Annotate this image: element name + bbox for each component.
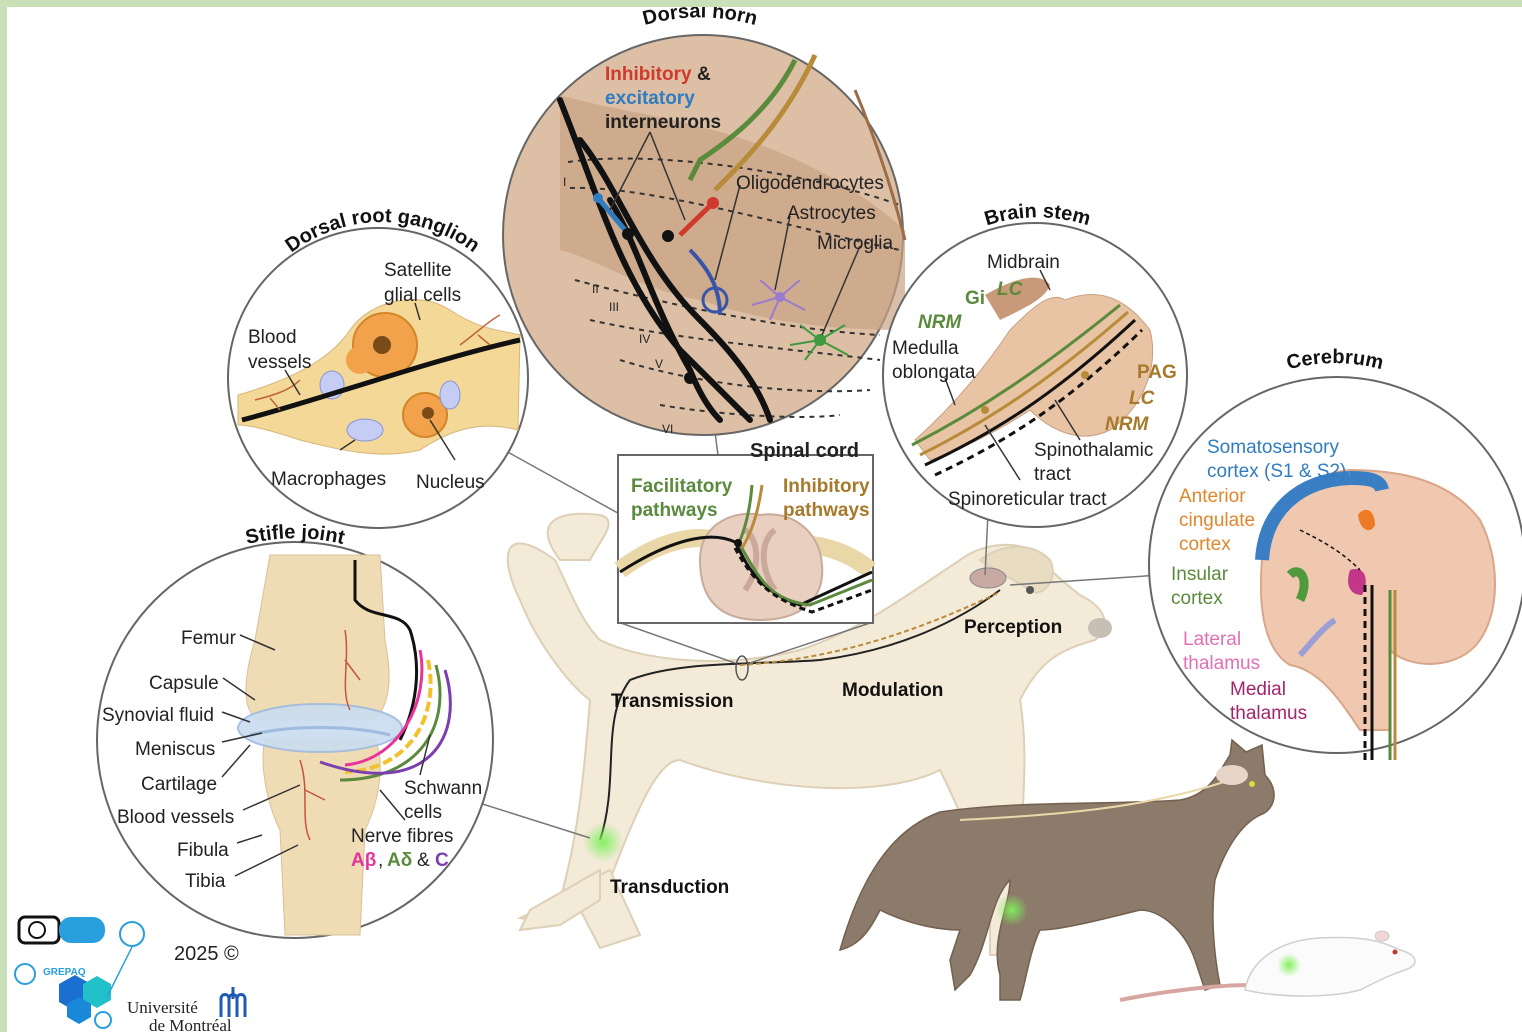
comma-label: , — [378, 849, 383, 873]
tract-label: tract — [1034, 463, 1071, 487]
anterior-cingulate-label-1: Anterior — [1179, 485, 1246, 509]
ampersand-fibres-label: & — [417, 849, 430, 873]
microglia-label: Microglia — [817, 232, 893, 256]
c-fibre-label: C — [435, 849, 449, 873]
medial-thalamus-label-1: Medial — [1230, 678, 1286, 702]
satellite-label: Satellite — [384, 259, 452, 283]
somatosensory-label-2: cortex (S1 & S2) — [1207, 460, 1346, 484]
macrophages-label: Macrophages — [271, 468, 386, 492]
lamina-vi: VI — [662, 417, 673, 441]
inhibitory-pathways-label-2: pathways — [783, 499, 870, 523]
excitatory-label: excitatory — [605, 87, 695, 111]
blood-vessels-label: Blood vessels — [117, 806, 234, 830]
blood-label: Blood — [248, 326, 297, 350]
universite-label: Université — [127, 999, 198, 1017]
perception-label: Perception — [964, 617, 1062, 639]
svg-text:Cerebrum: Cerebrum — [1284, 346, 1385, 374]
medulla-label: Medulla — [892, 337, 959, 361]
femur-label: Femur — [181, 627, 236, 651]
capsule-label: Capsule — [149, 672, 219, 696]
spinothalamic-label: Spinothalamic — [1034, 439, 1153, 463]
lamina-v: V — [655, 352, 663, 376]
synovial-fluid-label: Synovial fluid — [102, 704, 214, 728]
fibula-label: Fibula — [177, 839, 229, 863]
nrm-label-2: NRM — [1105, 413, 1148, 437]
grepaq-text: GREPAQ — [43, 961, 86, 985]
illustration: Dorsal horn Dorsal root ganglion — [7, 7, 1522, 1032]
medial-thalamus-label-2: thalamus — [1230, 702, 1307, 726]
lamina-ii: II — [592, 277, 599, 301]
modulation-label: Modulation — [842, 680, 943, 702]
schwann-label-1: Schwann — [404, 777, 482, 801]
lamina-iii: III — [609, 295, 619, 319]
spinal-cord-title: Spinal cord — [750, 439, 859, 463]
dorsal-horn-title: Dorsal horn — [640, 7, 759, 30]
vessels-label: vessels — [248, 351, 311, 375]
lateral-thalamus-label-1: Lateral — [1183, 628, 1241, 652]
facilitatory-label-2: pathways — [631, 499, 718, 523]
nrm-label-1: NRM — [918, 311, 961, 335]
cartilage-label: Cartilage — [141, 773, 217, 797]
anterior-cingulate-label-2: cingulate — [1179, 509, 1255, 533]
abeta-label: Aβ — [351, 849, 376, 873]
nerve-fibres-label: Nerve fibres — [351, 825, 453, 849]
oligodendrocytes-label: Oligodendrocytes — [736, 172, 884, 196]
pag-label: PAG — [1137, 361, 1177, 385]
de-montreal-label: de Montréal — [149, 1017, 232, 1032]
tibia-label: Tibia — [185, 870, 225, 894]
cat-eye — [1249, 781, 1255, 787]
dog-eye — [1026, 586, 1034, 594]
lc-label-2: LC — [1129, 387, 1154, 411]
facilitatory-label-1: Facilitatory — [631, 475, 732, 499]
lc-label-1: LC — [997, 278, 1022, 302]
insular-label-2: cortex — [1171, 587, 1223, 611]
dog-stimulus-glow — [583, 822, 623, 862]
udem-logo-icon — [217, 985, 253, 1019]
oblongata-label: oblongata — [892, 361, 975, 385]
schwann-label-2: cells — [404, 801, 442, 825]
stifle-circle: Stifle joint — [97, 521, 493, 938]
cat-stimulus-glow — [996, 894, 1028, 926]
spinoreticular-label: Spinoreticular tract — [948, 488, 1106, 512]
transduction-label: Transduction — [610, 877, 729, 899]
cerebrum-title: Cerebrum — [1284, 346, 1385, 374]
glial-cells-label: glial cells — [384, 284, 461, 308]
inhibitory-label: Inhibitory — [605, 63, 692, 87]
lateral-thalamus-label-2: thalamus — [1183, 652, 1260, 676]
interneurons-label: interneurons — [605, 111, 721, 135]
astrocytes-label: Astrocytes — [787, 202, 876, 226]
svg-text:Dorsal horn: Dorsal horn — [640, 7, 759, 30]
lamina-i: I — [563, 170, 566, 194]
transmission-label: Transmission — [611, 691, 734, 713]
nucleus-label: Nucleus — [416, 471, 485, 495]
rat-illustration — [1120, 931, 1415, 1000]
meniscus-label: Meniscus — [135, 738, 215, 762]
anterior-cingulate-label-3: cortex — [1179, 533, 1231, 557]
insular-label-1: Insular — [1171, 563, 1228, 587]
inhibitory-pathways-label-1: Inhibitory — [783, 475, 870, 499]
ampersand-label: & — [697, 63, 711, 87]
figure-canvas: Dorsal horn Dorsal root ganglion — [7, 7, 1522, 1032]
rat-stimulus-glow — [1277, 953, 1301, 977]
cat-brain — [1216, 765, 1248, 785]
adelta-label: Aδ — [387, 849, 412, 873]
lamina-iv: IV — [639, 327, 650, 351]
dog-nose — [1088, 618, 1112, 638]
somatosensory-label-1: Somatosensory — [1207, 436, 1339, 460]
copyright-label: 2025 © — [174, 942, 239, 966]
gi-label: Gi — [965, 287, 985, 311]
dog-brain — [970, 568, 1006, 588]
midbrain-label: Midbrain — [987, 251, 1060, 275]
